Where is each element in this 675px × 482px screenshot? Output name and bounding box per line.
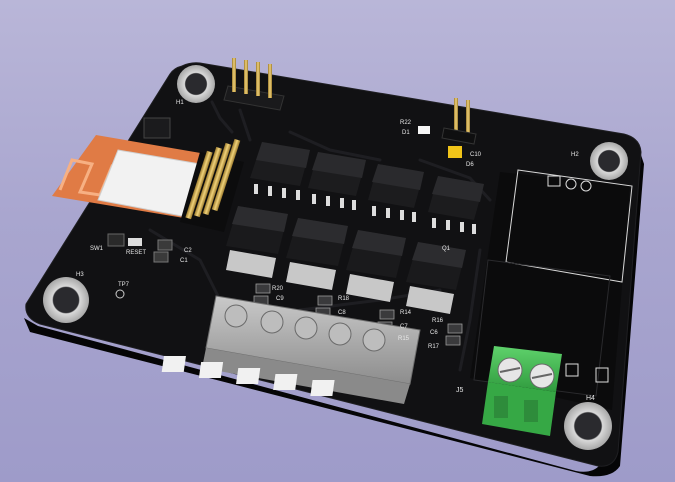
label-r18: R18	[338, 296, 350, 302]
mounting-hole-h2	[590, 142, 628, 180]
label-q1: Q1	[442, 246, 451, 252]
label-d1: D1	[402, 130, 410, 136]
mounting-hole-h4	[564, 402, 612, 450]
cap-c10	[448, 146, 462, 158]
driver-ics	[250, 142, 484, 234]
label-r14: R14	[400, 310, 412, 316]
pin-header-side	[185, 138, 241, 220]
outline-j5-area	[473, 259, 611, 397]
terminal-block-5pos	[161, 295, 421, 404]
mounting-hole-h1	[177, 65, 215, 103]
label-h1: H1	[176, 100, 184, 106]
reset-button-part	[128, 238, 142, 246]
pin-header-2pin	[441, 98, 477, 145]
test-point-tp7	[115, 289, 125, 299]
terminal-block-j5	[482, 346, 562, 436]
pin-header-top	[223, 58, 285, 111]
label-c1: C1	[180, 258, 188, 264]
relay-pads	[547, 175, 609, 383]
cap-c2	[157, 239, 173, 251]
label-r16: R16	[432, 318, 444, 324]
label-d6: D6	[466, 162, 474, 168]
label-c9: C9	[276, 296, 284, 302]
label-r20: R20	[272, 286, 284, 292]
label-h2: H2	[571, 152, 579, 158]
label-c10: C10	[470, 152, 482, 158]
mosfets	[226, 206, 466, 314]
label-sw1: SW1	[90, 246, 104, 252]
wifi-module	[52, 135, 244, 232]
label-h4: H4	[586, 395, 595, 402]
label-c7: C7	[400, 324, 408, 330]
label-c2: C2	[184, 248, 192, 254]
sw1-button	[107, 233, 125, 247]
led-d1	[418, 126, 430, 134]
label-r22: R22	[400, 120, 412, 126]
label-h3: H3	[76, 272, 84, 278]
outline-relay-footprint	[505, 169, 633, 283]
label-r17: R17	[428, 344, 440, 350]
mounting-hole-h3	[43, 277, 89, 323]
label-reset: RESET	[126, 250, 146, 256]
label-c6: C6	[430, 330, 438, 336]
label-c8: C8	[338, 310, 346, 316]
label-tp7: TP7	[118, 282, 130, 288]
cap-c1	[153, 251, 169, 263]
label-r15: R15	[398, 336, 410, 342]
label-j5: J5	[456, 387, 464, 394]
regulator	[143, 117, 171, 139]
